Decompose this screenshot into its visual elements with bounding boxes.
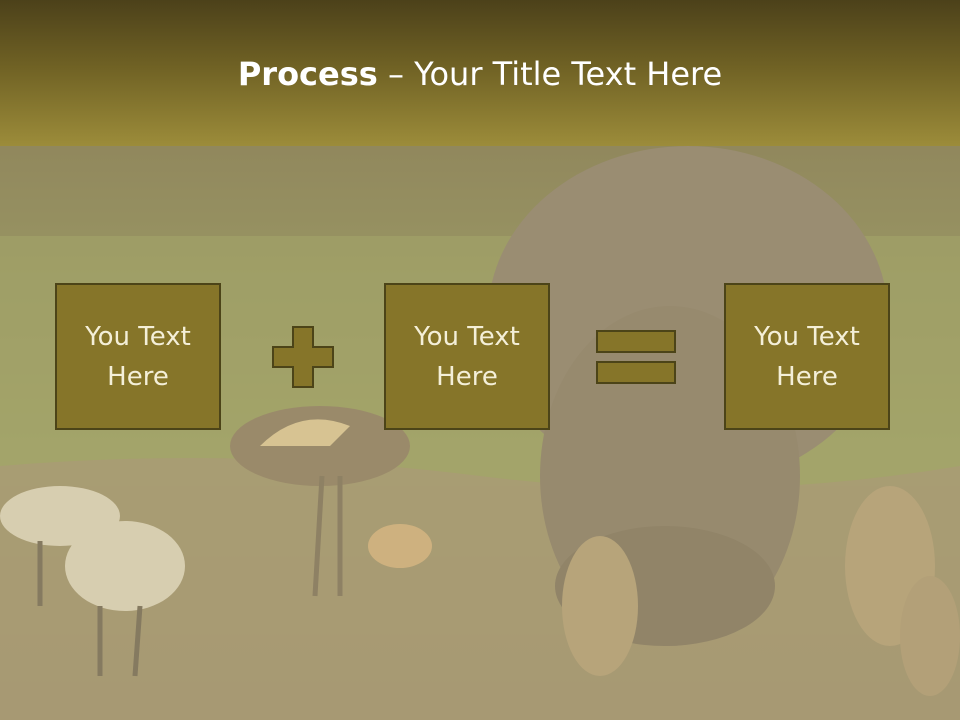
monkey-figures: [562, 486, 960, 696]
process-box-3: You Text Here: [724, 283, 890, 430]
process-box-1-label: You Text Here: [85, 321, 191, 392]
title-bold-part: Process: [237, 55, 378, 93]
title-rest-part: – Your Title Text Here: [377, 55, 723, 93]
photo-overlay: [0, 146, 960, 720]
plus-icon: [272, 326, 334, 388]
process-box-3-label: You Text Here: [754, 321, 860, 392]
crane-figure: [230, 406, 432, 597]
process-box-1: You Text Here: [55, 283, 221, 430]
ibis-figures: [0, 486, 185, 677]
process-box-2-label: You Text Here: [414, 321, 520, 392]
process-box-2: You Text Here: [384, 283, 550, 430]
title-bar: Process – Your Title Text Here: [0, 0, 960, 146]
equals-icon: [596, 330, 676, 384]
slide-title: Process – Your Title Text Here: [0, 54, 960, 94]
